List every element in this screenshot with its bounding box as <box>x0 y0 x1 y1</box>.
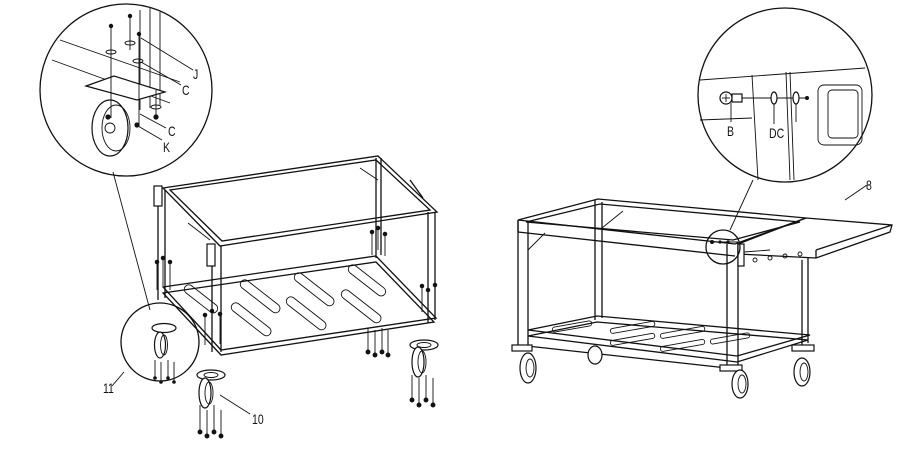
callout-C-top: C <box>182 82 190 98</box>
bolts-back-right <box>365 225 391 358</box>
callout-10: 10 <box>252 411 264 427</box>
caster-front-right <box>409 339 439 378</box>
callout-8: 8 <box>866 177 872 193</box>
right-casters <box>511 344 815 399</box>
caster-rb-left <box>587 345 603 365</box>
leader-10 <box>219 394 251 415</box>
detail-circle-caster-hardware <box>39 3 213 311</box>
bolts-front-left <box>154 255 173 290</box>
callout-C-bottom: C <box>168 123 176 139</box>
callout-J: J <box>193 66 199 82</box>
bolts-front-right <box>409 282 438 408</box>
detail-circle-side-shelf-hardware <box>697 7 873 183</box>
callout-K: K <box>163 139 171 155</box>
side-shelf-8 <box>737 184 893 267</box>
caster-rb-right <box>791 344 815 387</box>
caster-rf-right <box>719 364 749 399</box>
detail-circle-11 <box>111 302 200 387</box>
left-cart-frame <box>153 155 439 356</box>
detail-circle-small <box>705 179 754 265</box>
callout-DC: DC <box>769 125 785 141</box>
right-cart-frame <box>517 198 811 369</box>
callout-11: 11 <box>103 380 114 396</box>
left-bolt-groups <box>154 225 438 439</box>
bolts-front-mid <box>197 308 224 439</box>
callout-B: B <box>727 123 735 139</box>
caster-10 <box>196 369 226 409</box>
caster-rf-left <box>511 344 537 384</box>
